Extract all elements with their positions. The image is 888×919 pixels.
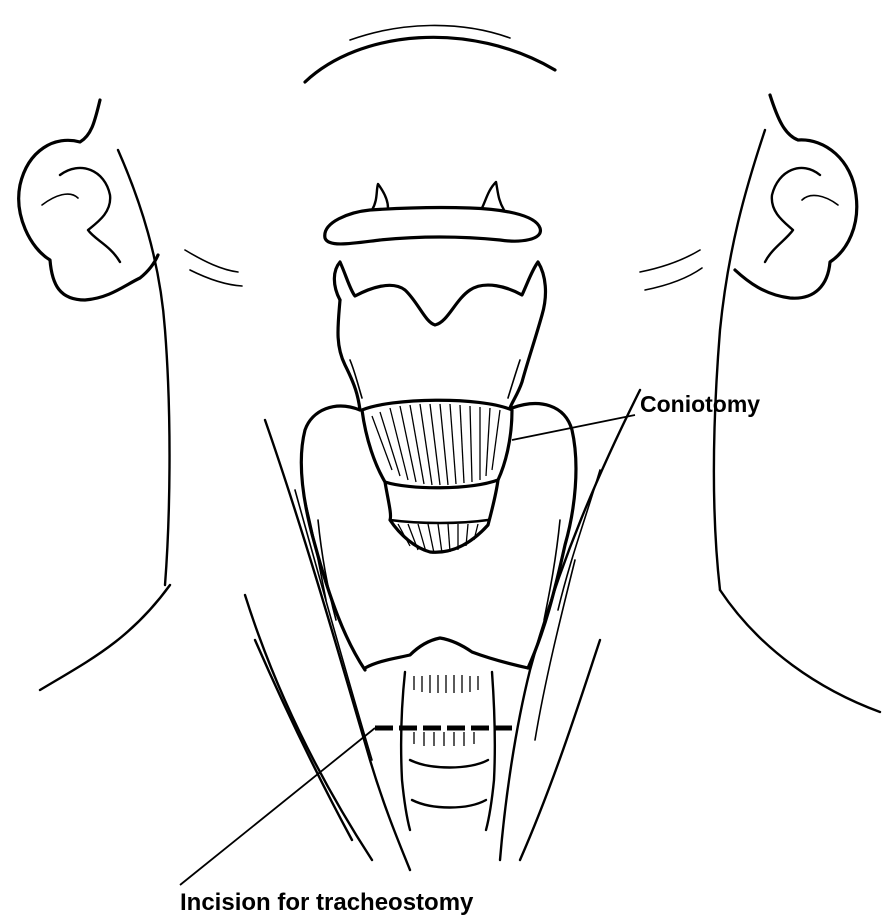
right-ear <box>735 95 857 298</box>
tracheostomy-label: Incision for tracheostomy <box>180 889 474 916</box>
tracheostomy-leader-line <box>180 728 375 885</box>
thyroid-cartilage <box>334 262 545 410</box>
cricothyroid-membrane <box>362 400 512 488</box>
cricoid-cartilage <box>385 480 498 553</box>
thyroid-gland <box>301 404 576 670</box>
coniotomy-label: Coniotomy <box>640 391 760 417</box>
sternocleidomastoid-lines <box>245 390 640 870</box>
neck-contours <box>40 130 880 712</box>
hyoid-bone <box>325 182 541 244</box>
thyroid-isthmus <box>365 638 528 668</box>
trachea <box>401 672 495 830</box>
head-outline <box>305 25 555 82</box>
